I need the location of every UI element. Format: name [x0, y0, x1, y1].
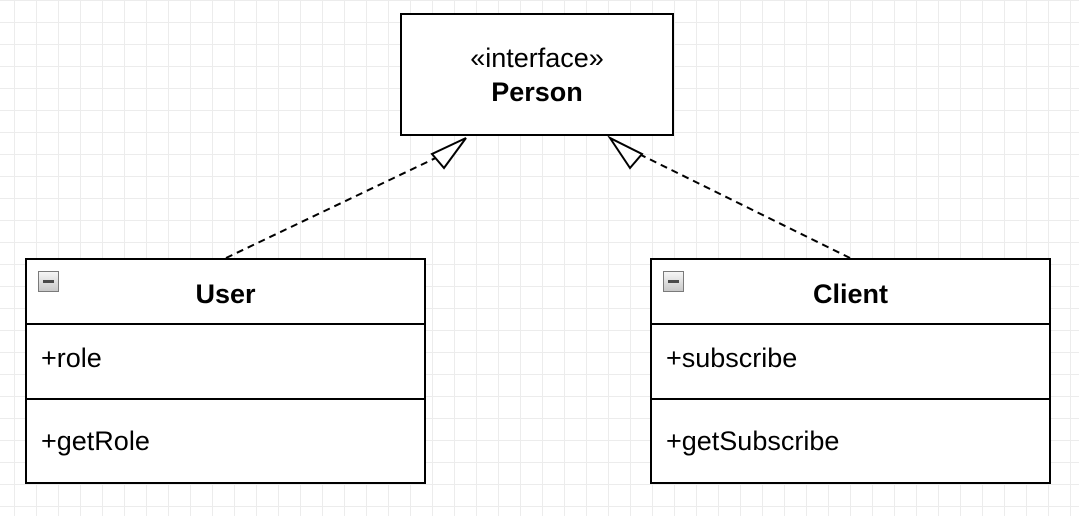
class-client-header: Client	[652, 260, 1049, 325]
class-user-box[interactable]: User +role +getRole	[25, 258, 426, 484]
collapse-icon[interactable]	[663, 271, 684, 292]
operation-getrole[interactable]: +getRole	[41, 426, 150, 456]
class-user-attributes: +role	[27, 325, 424, 400]
realization-arrowhead-client	[607, 135, 644, 170]
class-user-operations: +getRole	[27, 400, 424, 482]
class-client-box[interactable]: Client +subscribe +getSubscribe	[650, 258, 1051, 484]
realization-arrowhead-user	[430, 137, 467, 170]
attribute-role[interactable]: +role	[41, 343, 102, 373]
realization-line-user[interactable]	[225, 153, 445, 259]
class-client-operations: +getSubscribe	[652, 400, 1049, 482]
interface-name: Person	[491, 76, 583, 107]
operation-getsubscribe[interactable]: +getSubscribe	[666, 426, 840, 456]
interface-stereotype: «interface»	[470, 42, 604, 73]
class-user-name: User	[195, 279, 256, 309]
class-client-attributes: +subscribe	[652, 325, 1049, 400]
class-client-name: Client	[812, 279, 888, 309]
interface-person-box[interactable]: «interface» Person	[400, 13, 674, 136]
realization-line-client[interactable]	[638, 153, 851, 259]
collapse-icon[interactable]	[38, 271, 59, 292]
class-user-header: User	[27, 260, 424, 325]
attribute-subscribe[interactable]: +subscribe	[666, 343, 798, 373]
